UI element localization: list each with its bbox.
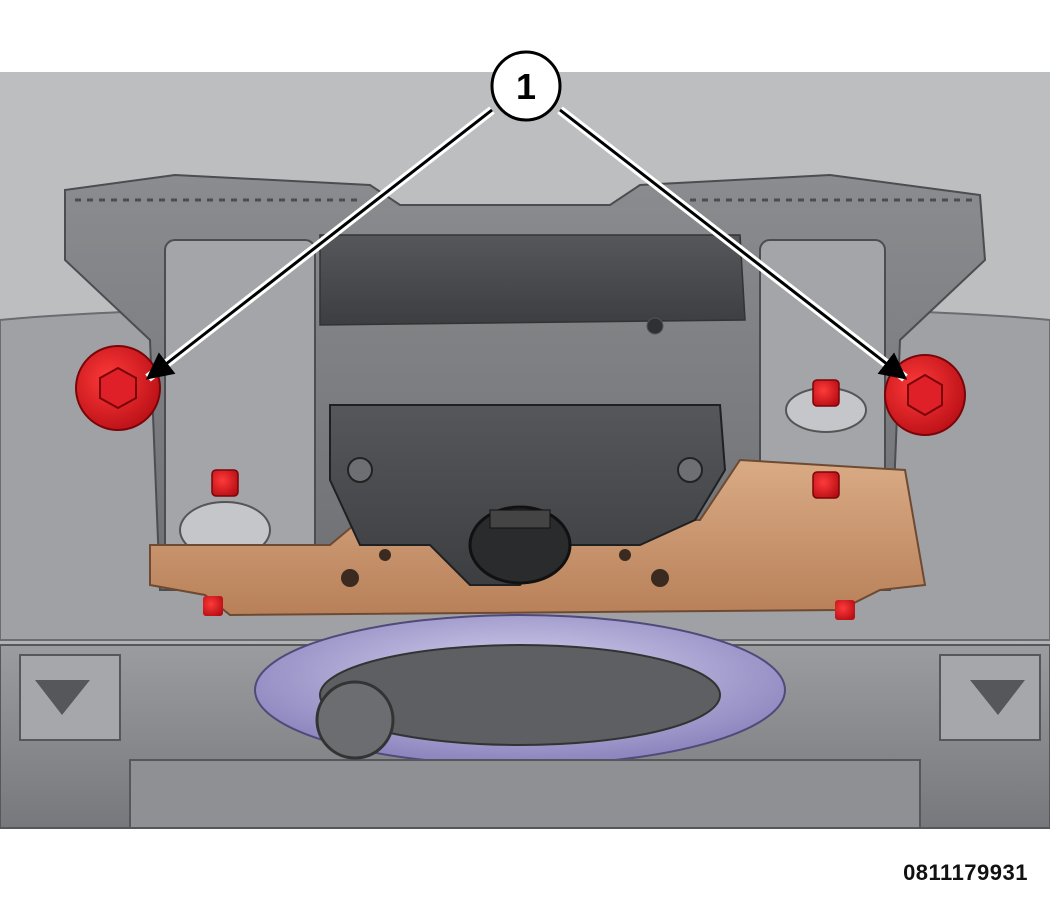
plate-clip-left — [203, 596, 223, 616]
plate-hole — [379, 549, 391, 561]
plate-clip-right — [835, 600, 855, 620]
connector-pins — [489, 509, 551, 529]
plate-hole — [619, 549, 631, 561]
plate-hole — [651, 569, 669, 587]
lower-rib — [129, 759, 921, 829]
seal-ring-inner — [319, 644, 721, 746]
callout-label: 1 — [516, 66, 536, 107]
module-stud-right — [677, 457, 703, 483]
stud-nut — [812, 379, 840, 407]
stud-nut — [211, 469, 239, 497]
plate-hole — [341, 569, 359, 587]
callout-bubble: 1 — [490, 50, 562, 122]
clip-tab-left — [35, 680, 90, 715]
module-stud-left — [347, 457, 373, 483]
figure-id: 0811179931 — [903, 860, 1028, 885]
stud-nut — [812, 471, 840, 499]
callout-arrow-right — [559, 108, 908, 380]
callout-arrow-left — [145, 108, 493, 380]
housing-hole — [646, 317, 664, 335]
housing-upper-recess — [319, 234, 746, 326]
clip-tab-right — [970, 680, 1025, 715]
lower-cap — [315, 680, 395, 760]
bolt-left — [75, 345, 161, 431]
